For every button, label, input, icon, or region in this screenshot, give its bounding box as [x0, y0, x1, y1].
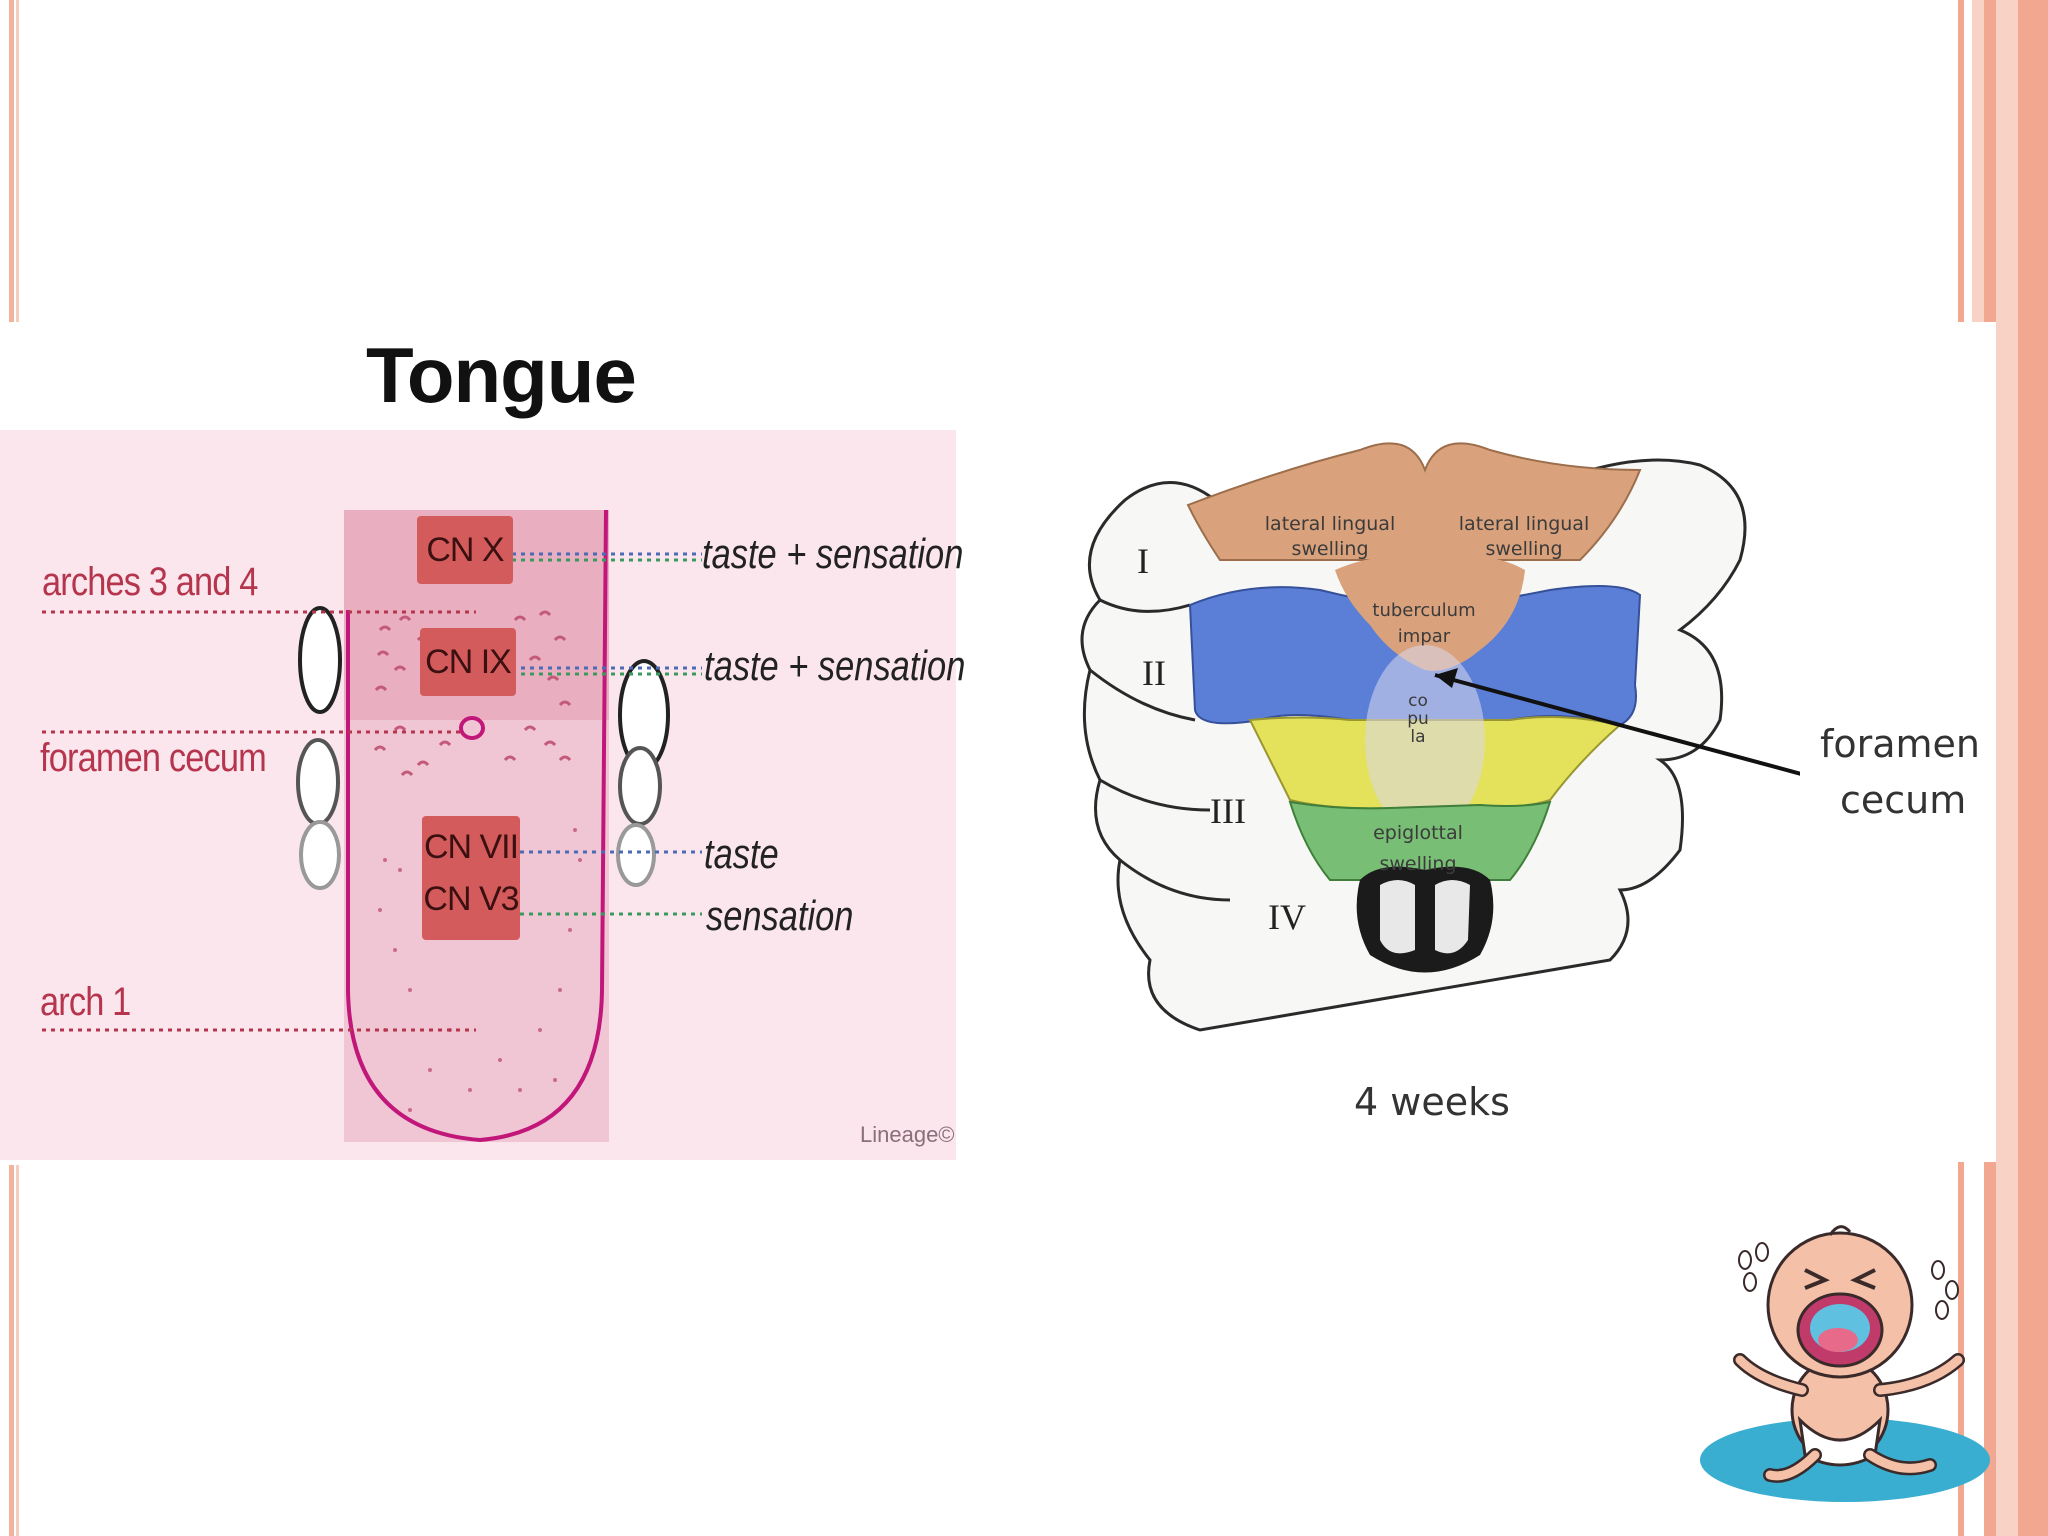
left-border-top: [9, 0, 14, 325]
diagram-title: Tongue: [366, 331, 637, 419]
arch-label-iv: IV: [1268, 897, 1306, 937]
label-epiglottal-swelling: epiglottal swelling: [1373, 822, 1463, 875]
pointer-label-foramen: foramen: [1820, 722, 1981, 766]
left-border-bottom-thin: [16, 1165, 19, 1536]
label-cnvii-function: taste: [704, 830, 779, 877]
label-foramen-cecum: foramen cecum: [40, 736, 267, 780]
nerve-cn-v3: CN V3: [423, 880, 519, 918]
right-border-bar-light: [1972, 0, 1984, 360]
nerve-box-vii-v3: CN VII CN V3: [422, 816, 520, 940]
tongue-drawing: [42, 509, 702, 1143]
arch-label-iii: III: [1210, 791, 1246, 831]
diagram-caption: 4 weeks: [1354, 1080, 1510, 1124]
left-border-top-thin: [16, 0, 19, 325]
pointer-label-cecum: cecum: [1840, 778, 1967, 822]
nerve-cn-ix: CN IX: [420, 628, 516, 696]
label-cnx-function: taste + sensation: [702, 530, 964, 577]
right-border-line: [1958, 0, 1964, 360]
label-arch-1: arch 1: [40, 980, 131, 1024]
label-arches-3-and-4: arches 3 and 4: [42, 560, 258, 604]
arch-label-i: I: [1137, 541, 1149, 581]
label-lateral-lingual-right: lateral lingual swelling: [1458, 513, 1590, 560]
right-border-line-bottom: [1958, 1140, 1964, 1536]
left-border-bottom: [9, 1165, 14, 1536]
label-cnv3-function: sensation: [706, 892, 854, 939]
nerve-cn-x: CN X: [417, 516, 513, 584]
crying-baby-icon: [1700, 1225, 1990, 1502]
pharyngeal-arches-drawing: [1080, 442, 1800, 1032]
arch-label-ii: II: [1142, 653, 1166, 693]
label-lateral-lingual-left: lateral lingual swelling: [1264, 513, 1396, 560]
label-copula: copula: [1407, 691, 1429, 747]
right-border-bar-inner: [1996, 0, 2018, 1536]
label-tuberculum-impar: tuberculum impar: [1372, 600, 1476, 647]
label-cnix-function: taste + sensation: [704, 642, 966, 689]
nerve-cn-vii: CN VII: [423, 828, 519, 866]
signature: Lineage©: [860, 1122, 955, 1147]
